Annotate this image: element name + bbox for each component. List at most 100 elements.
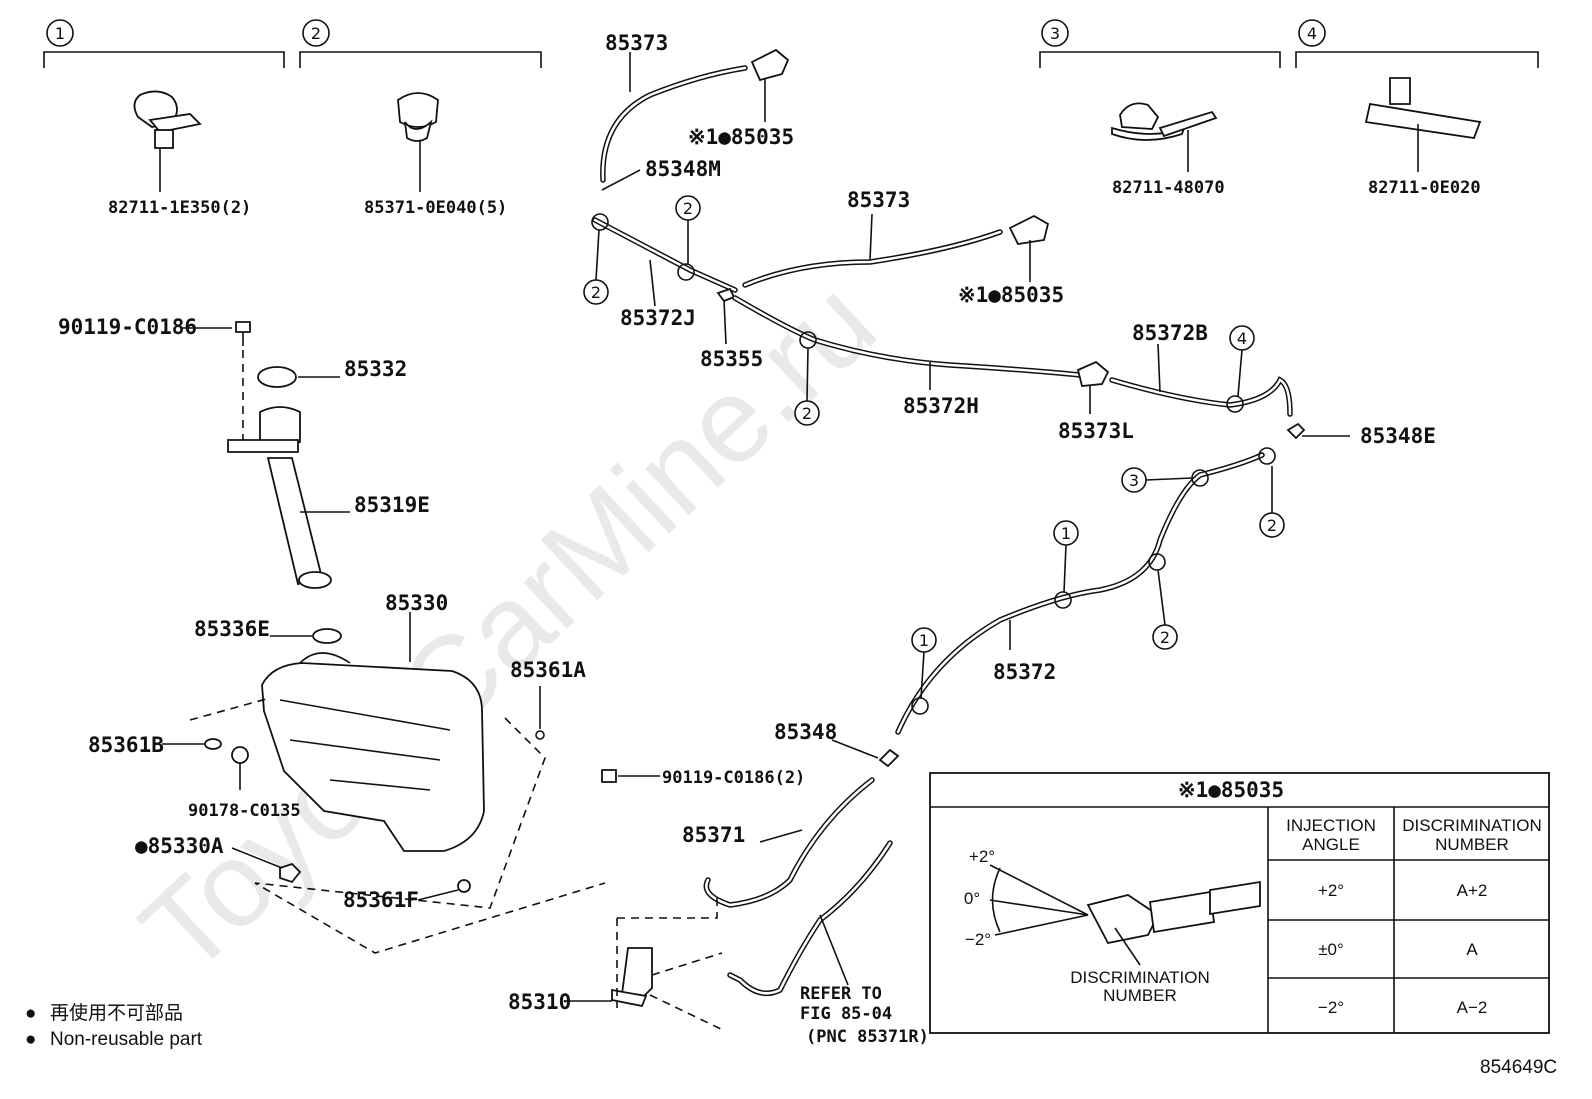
svg-text:2: 2 bbox=[802, 404, 812, 423]
joint-85355-icon bbox=[716, 287, 736, 303]
table-row-number: A+2 bbox=[1457, 881, 1488, 900]
clip-82711-1E350-icon bbox=[133, 90, 202, 192]
label-90119-a: 90119-C0186 bbox=[58, 315, 197, 339]
callout: 1 bbox=[911, 627, 937, 699]
callout: 1 bbox=[1053, 520, 1079, 593]
svg-text:2: 2 bbox=[1267, 516, 1277, 535]
clip-82711-48070-icon bbox=[1111, 102, 1218, 172]
legend-item-en: Non-reusable part bbox=[50, 1029, 203, 1050]
label-85310: 85310 bbox=[508, 990, 571, 1014]
col-header-angle-1: INJECTION bbox=[1286, 816, 1376, 835]
svg-text:2: 2 bbox=[591, 283, 601, 302]
label-85372J: 85372J bbox=[620, 306, 696, 330]
label-85361F: 85361F bbox=[343, 888, 419, 912]
label-85035-b: ※1●85035 bbox=[958, 283, 1064, 307]
legend: ● 再使用不可部品 ● Non-reusable part bbox=[25, 1002, 203, 1050]
clip-group-3: 3 82711-48070 bbox=[1039, 19, 1281, 198]
callout: 2 bbox=[1152, 569, 1178, 650]
callout: 2 bbox=[675, 195, 701, 264]
clip-group-2-number: 2 bbox=[311, 24, 321, 43]
label-85361B: 85361B bbox=[88, 733, 164, 757]
table-row-angle: ±0° bbox=[1318, 940, 1344, 959]
clip-group-2-part: 85371-0E040(5) bbox=[364, 198, 507, 218]
legend-item-jp: 再使用不可部品 bbox=[50, 1002, 183, 1024]
table-row-angle: +2° bbox=[1318, 881, 1344, 900]
table-row-number: A bbox=[1466, 940, 1478, 959]
label-85373-b: 85373 bbox=[847, 188, 910, 212]
label-85319E: 85319E bbox=[354, 493, 430, 517]
svg-text:2: 2 bbox=[1160, 628, 1170, 647]
label-85330A: ●85330A bbox=[135, 834, 224, 858]
label-85332: 85332 bbox=[344, 357, 407, 381]
legend-symbol-2: ● bbox=[25, 1029, 36, 1050]
reservoir-cap-icon bbox=[257, 366, 297, 388]
refer-line-1: REFER TO bbox=[800, 984, 882, 1004]
refer-line-2: FIG 85-04 bbox=[800, 1004, 892, 1024]
label-85372H: 85372H bbox=[903, 394, 979, 418]
svg-text:1: 1 bbox=[919, 631, 929, 650]
col-header-angle-2: ANGLE bbox=[1302, 835, 1360, 854]
table-row-number: A−2 bbox=[1457, 998, 1488, 1017]
discrimination-label-2: NUMBER bbox=[1103, 986, 1177, 1005]
clip-group-2: 2 85371-0E040(5) bbox=[299, 19, 542, 218]
label-85348M: 85348M bbox=[645, 157, 721, 181]
washer-nozzle-icon bbox=[750, 48, 790, 82]
legend-symbol-1: ● bbox=[25, 1003, 36, 1024]
clip-group-3-number: 3 bbox=[1050, 24, 1060, 43]
callout: 2 bbox=[794, 347, 820, 426]
joint-85373L-icon bbox=[1076, 360, 1110, 387]
label-90178: 90178-C0135 bbox=[188, 801, 301, 821]
bolt-icon bbox=[235, 321, 251, 333]
discrimination-label-1: DISCRIMINATION bbox=[1070, 968, 1209, 987]
callout: 4 bbox=[1229, 325, 1255, 397]
label-85372: 85372 bbox=[993, 660, 1056, 684]
label-85336E: 85336E bbox=[194, 617, 270, 641]
clip-group-1-number: 1 bbox=[55, 24, 65, 43]
clip-group-4: 4 82711-0E020 bbox=[1295, 19, 1539, 198]
reservoir-tank-icon bbox=[261, 662, 485, 852]
clip-82711-0E020-icon bbox=[1364, 77, 1482, 172]
washer-reservoir bbox=[162, 321, 660, 954]
label-85330: 85330 bbox=[385, 591, 448, 615]
table-row-angle: −2° bbox=[1318, 998, 1344, 1017]
refer-line-3: (PNC 85371R) bbox=[806, 1027, 929, 1047]
filler-pipe-icon bbox=[266, 457, 324, 586]
nozzle-inset: ※1●85035 INJECTION ANGLE DISCRIMINATION … bbox=[929, 772, 1550, 1034]
callout: 2 bbox=[583, 229, 609, 305]
angle-label-minus: −2° bbox=[965, 930, 991, 949]
inset-title: ※1●85035 bbox=[1178, 778, 1284, 802]
label-85348E: 85348E bbox=[1360, 424, 1436, 448]
angle-label-plus: +2° bbox=[969, 847, 995, 866]
diagram-code: 854649C bbox=[1480, 1057, 1557, 1078]
label-85355: 85355 bbox=[700, 347, 763, 371]
upper-hose-assembly bbox=[591, 48, 1350, 440]
clip-group-4-number: 4 bbox=[1307, 24, 1317, 43]
clip-group-3-part: 82711-48070 bbox=[1112, 178, 1225, 198]
clip-group-1: 1 82711-1E350(2) bbox=[43, 19, 285, 218]
washer-pump-icon bbox=[621, 947, 653, 1002]
angle-label-zero: 0° bbox=[964, 889, 980, 908]
clip-group-1-part: 82711-1E350(2) bbox=[108, 198, 251, 218]
lower-hose-assembly bbox=[566, 447, 1276, 1032]
label-85361A: 85361A bbox=[510, 658, 586, 682]
label-85035-a: ※1●85035 bbox=[688, 125, 794, 149]
label-90119-b: 90119-C0186(2) bbox=[662, 768, 805, 788]
label-85373-a: 85373 bbox=[605, 31, 668, 55]
label-85348: 85348 bbox=[774, 720, 837, 744]
callout: 2 bbox=[1259, 466, 1285, 538]
label-85371: 85371 bbox=[682, 823, 745, 847]
col-header-number-1: DISCRIMINATION bbox=[1402, 816, 1541, 835]
clip-group-4-part: 82711-0E020 bbox=[1368, 178, 1481, 198]
col-header-number-2: NUMBER bbox=[1435, 835, 1509, 854]
svg-text:3: 3 bbox=[1129, 471, 1139, 490]
nozzle-angle-illustration bbox=[989, 864, 1261, 966]
label-85373L: 85373L bbox=[1058, 419, 1134, 443]
svg-text:2: 2 bbox=[683, 199, 693, 218]
washer-nozzle-icon-2 bbox=[1008, 214, 1050, 245]
label-85372B: 85372B bbox=[1132, 321, 1208, 345]
clip-85371-0E040-icon bbox=[397, 92, 439, 192]
svg-text:1: 1 bbox=[1061, 524, 1071, 543]
callout: 3 bbox=[1121, 467, 1193, 493]
svg-text:4: 4 bbox=[1237, 329, 1247, 348]
